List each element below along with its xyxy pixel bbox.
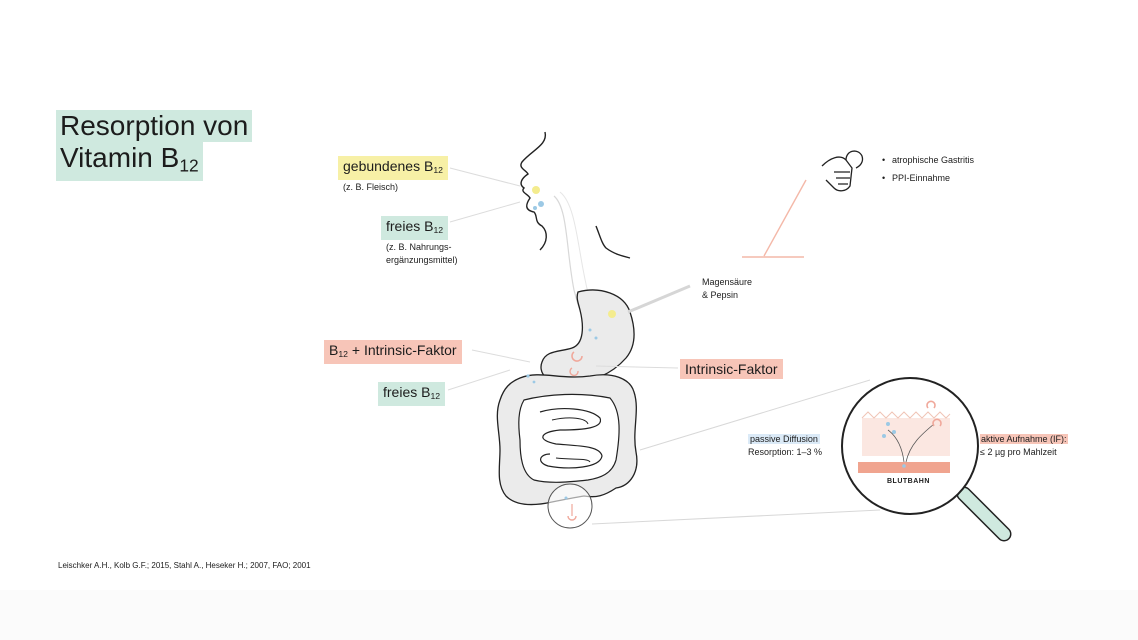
risk-factor-list: atrophische Gastritis PPI-Einnahme [882,151,974,187]
free-b12-example: (z. B. Nahrungs- ergänzungsmittel) [386,242,458,265]
risk-item: PPI-Einnahme [882,169,974,187]
hand-pill-icon [821,150,864,192]
neck-line [595,225,631,259]
zoom-source-circle [547,483,593,529]
intestine-loops [539,408,603,469]
bound-b12-example: (z. B. Fleisch) [343,182,399,192]
face-profile [520,131,547,251]
source-citation: Leischker A.H., Kolb G.F.; 2015, Stahl A… [58,561,311,570]
free-b12-intestine-label: freies B12 [378,382,446,407]
small-intestine [518,393,620,483]
magnifier-handle [958,488,1010,540]
title-line-1: Resorption von [56,110,253,142]
bound-b12-label: gebundenes B12 [338,156,448,181]
intestinal-villi [862,418,950,456]
footer-band [0,590,1138,640]
b12-bound-dot [532,186,540,194]
b12-free-dot [538,201,544,207]
intrinsic-factor-label: Intrinsic-Faktor [680,359,783,379]
bloodstream-label: BLUTBAHN [887,478,930,485]
free-b12-label: freies B12 [381,216,449,241]
page-title: Resorption von Vitamin B12 [56,110,253,182]
passive-diffusion-info: passive Diffusion Resorption: 1–3 % [748,434,823,457]
intrinsic-factor-mark [571,351,583,362]
title-line-2: Vitamin B12 [56,142,203,182]
risk-item: atrophische Gastritis [882,151,974,169]
active-uptake-info: aktive Aufnahme (IF): ≤ 2 µg pro Mahlzei… [980,434,1068,457]
acid-pepsin-label: Magensäure & Pepsin [702,277,753,300]
acid-pointer [627,284,691,314]
inhibition-line [763,179,807,257]
b12-if-complex-label: B12 + Intrinsic-Faktor [324,340,462,365]
stomach [540,289,635,385]
